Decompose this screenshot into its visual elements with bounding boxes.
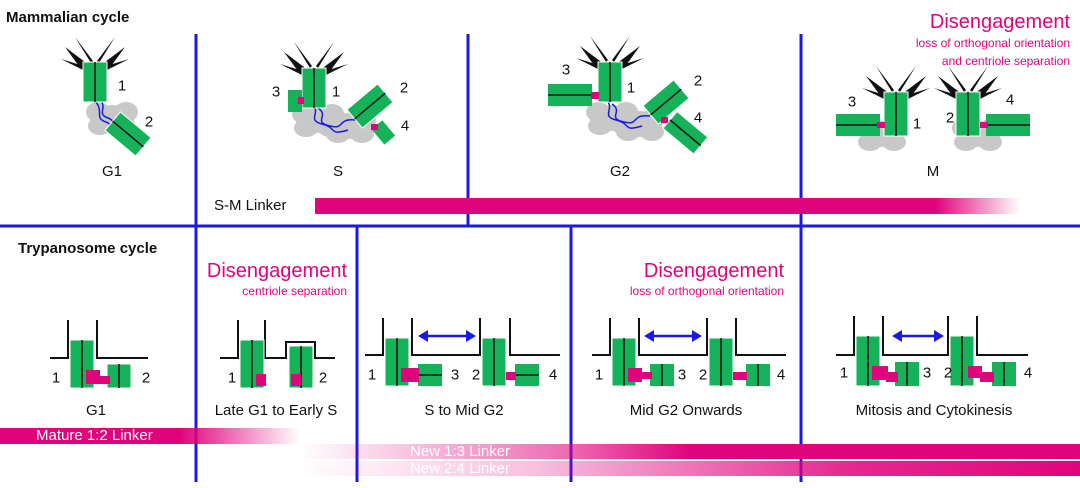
grid-lines: [0, 34, 1080, 482]
centriole-number: 2: [945, 109, 955, 127]
mammalian-disengagement-line2: and centriole separation: [941, 54, 1070, 68]
basal-body-number: 3: [922, 364, 932, 382]
mammalian-disengagement-title: Disengagement: [929, 11, 1070, 33]
new-2-4-linker-bar: [300, 461, 1080, 476]
tryp-disengagement2-title: Disengagement: [643, 260, 784, 282]
new-2-4-linker-label: New 2:4 Linker: [410, 460, 511, 477]
centriole-number: 4: [693, 109, 703, 127]
tryp-disengagement1-title: Disengagement: [206, 260, 347, 282]
basal-body-number: 2: [471, 366, 481, 384]
sm-linker-bar: [315, 198, 1020, 214]
mammalian-g1-centrioles: [61, 37, 152, 157]
basal-body-number: 1: [367, 366, 377, 384]
basal-body-number: 1: [594, 366, 604, 384]
mammalian-s-centrioles: [280, 42, 396, 145]
tryp-late-g1-basal-bodies: [220, 320, 335, 389]
centriole-number: 2: [144, 113, 154, 131]
mammalian-stage-g1: G1: [101, 163, 123, 180]
trypanosome-cycle-title: Trypanosome cycle: [18, 240, 158, 257]
centriole-number: 1: [331, 83, 341, 101]
centriole-number: 3: [271, 83, 281, 101]
centriole-number: 3: [847, 93, 857, 111]
mammalian-g2-centrioles: [548, 36, 709, 155]
new-1-3-linker-label: New 1:3 Linker: [410, 443, 511, 460]
centriole-number: 4: [400, 117, 410, 135]
basal-body-number: 1: [227, 369, 237, 387]
basal-body-number: 2: [698, 366, 708, 384]
new-1-3-linker-bar: [300, 444, 1080, 459]
basal-body-number: 1: [839, 364, 849, 382]
centriole-number: 4: [1005, 91, 1015, 109]
basal-body-number: 2: [943, 364, 953, 382]
mammalian-disengagement-line1: loss of orthogonal orientation: [915, 36, 1070, 50]
tryp-stage-mid-g2: Mid G2 Onwards: [629, 402, 743, 419]
basal-body-number: 4: [1023, 364, 1033, 382]
basal-body-number: 3: [450, 366, 460, 384]
mammalian-stage-m: M: [926, 163, 940, 180]
basal-body-number: 4: [776, 366, 786, 384]
tryp-s-midg2-basal-bodies: [365, 318, 560, 387]
basal-body-number: 4: [548, 366, 558, 384]
mature-1-2-linker-bar: [0, 428, 300, 444]
tryp-stage-g1: G1: [85, 402, 107, 419]
tryp-disengagement2-sub: loss of orthogonal orientation: [629, 284, 784, 298]
mature-linker-label: Mature 1:2 Linker: [36, 427, 153, 444]
tryp-mid-g2-basal-bodies: [592, 318, 786, 387]
centriole-number: 1: [912, 115, 922, 133]
sm-linker-label: S-M Linker: [214, 197, 287, 214]
centriole-number: 3: [561, 61, 571, 79]
mammalian-m-centrioles: [836, 66, 1030, 151]
mammalian-stage-g2: G2: [609, 163, 631, 180]
mammalian-cycle-title: Mammalian cycle: [6, 9, 130, 26]
tryp-stage-s-mid-g2: S to Mid G2: [424, 402, 504, 419]
tryp-mitosis-basal-bodies: [836, 316, 1028, 387]
centriole-number: 1: [117, 77, 127, 95]
tryp-stage-late-g1: Late G1 to Early S: [214, 402, 338, 419]
mammalian-stage-s: S: [332, 163, 344, 180]
tryp-stage-mitosis: Mitosis and Cytokinesis: [855, 402, 1013, 419]
basal-body-number: 3: [677, 366, 687, 384]
basal-body-number: 2: [318, 369, 328, 387]
basal-body-number: 1: [51, 369, 61, 387]
centriole-number: 2: [399, 79, 409, 97]
centriole-number: 2: [693, 72, 703, 90]
basal-body-number: 2: [141, 369, 151, 387]
centriole-number: 1: [626, 79, 636, 97]
tryp-g1-basal-bodies: [50, 320, 148, 389]
tryp-disengagement1-sub: centriole separation: [242, 284, 347, 298]
